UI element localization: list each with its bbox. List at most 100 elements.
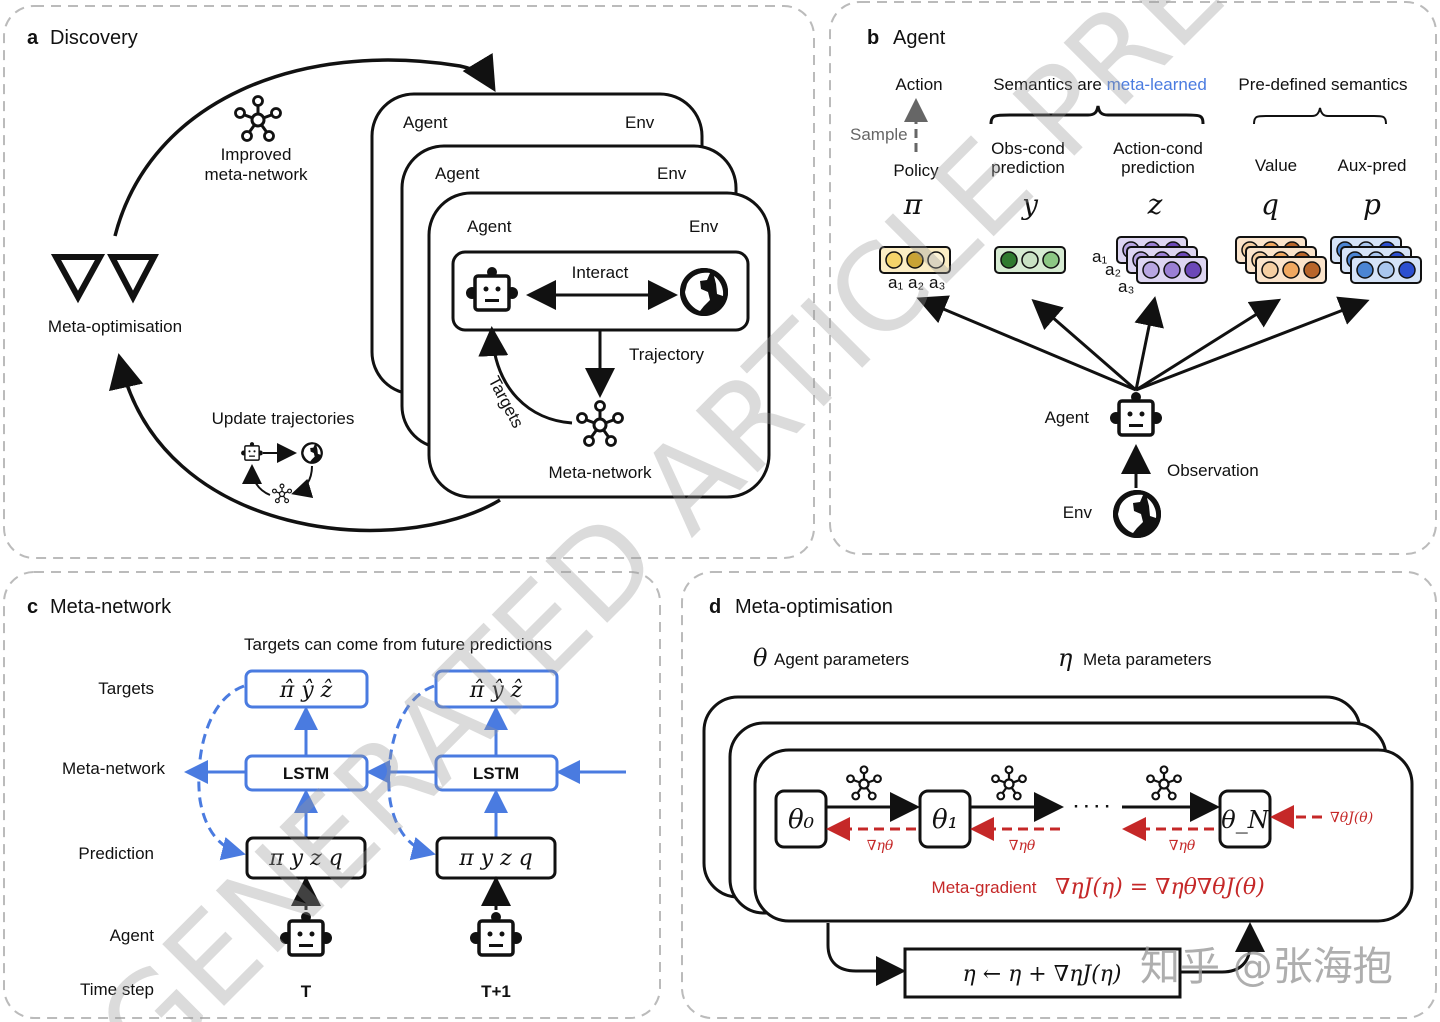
- time-step-t-plus-1: T+1: [481, 982, 511, 1001]
- action-cond-label-1: Action-cond: [1113, 139, 1203, 158]
- card-agent-label: Agent: [467, 217, 512, 236]
- value-cell: [1303, 261, 1321, 279]
- card-agent-label: Agent: [435, 164, 480, 183]
- meta-network-icon: [271, 483, 293, 504]
- policy-vector: [879, 246, 951, 274]
- update-trajectories-label: Update trajectories: [212, 409, 355, 428]
- meta-gradient-equation: ∇ηJ(η) = ∇ηθ∇θJ(θ): [1055, 875, 1265, 900]
- predefined-heading: Pre-defined semantics: [1238, 75, 1407, 94]
- future-target-arrow: [387, 684, 436, 861]
- panel-a-frame: [3, 5, 815, 559]
- globe-icon: [678, 266, 730, 318]
- robot-icon: [468, 910, 524, 957]
- meta-network-label: Meta-network: [549, 463, 652, 482]
- output-arrows: [916, 295, 1370, 392]
- panel-b-title: Agent: [893, 27, 946, 49]
- globe-icon: [1111, 488, 1163, 540]
- row-label-prediction: Prediction: [78, 844, 154, 863]
- policy-cell: [927, 251, 945, 269]
- theta-1-label: θ₁: [932, 805, 958, 835]
- action-cond-cell: [1184, 261, 1202, 279]
- output-vectors: [879, 236, 1422, 284]
- grad-eta-theta-label: ∇ηθ: [1169, 838, 1196, 854]
- action-sub-a3: a₃: [929, 273, 945, 292]
- action-label: Action: [895, 75, 942, 94]
- agent-label: Agent: [1045, 408, 1090, 427]
- value-cell: [1261, 261, 1279, 279]
- policy-cell: [885, 251, 903, 269]
- grad-theta-j-label: ∇θJ(θ): [1330, 810, 1373, 826]
- update-equation: η ← η + ∇ηJ(η): [963, 962, 1122, 987]
- row-label-targets: Targets: [98, 679, 154, 698]
- to-update-arrow: [826, 923, 906, 986]
- globe-icon: [300, 441, 324, 465]
- trajectory-label: Trajectory: [629, 345, 704, 364]
- theta-symbol: θ: [753, 644, 768, 672]
- targets-box-text: π̂ ŷ ẑ: [279, 678, 333, 703]
- theta-n-label: θ_N: [1221, 806, 1269, 834]
- panel-c-title: Meta-network: [50, 596, 172, 618]
- card-env-label: Env: [657, 164, 687, 183]
- corner-watermark: 知乎 @张海抱: [1140, 944, 1393, 990]
- card-env-label: Env: [625, 113, 655, 132]
- meta-parameters-label: Meta parameters: [1083, 650, 1212, 669]
- panel-c-subtitle: Targets can come from future predictions: [244, 635, 552, 654]
- value-vector: [1255, 256, 1327, 284]
- action-stack-a2: a₂: [1105, 260, 1121, 279]
- panel-d-frame: [681, 571, 1437, 1019]
- update-box: [903, 947, 1182, 999]
- obs-cond-cell: [1042, 251, 1060, 269]
- loop-arrow-top: [113, 52, 496, 237]
- policy-cell: [906, 251, 924, 269]
- aux-pred-label: Aux-pred: [1338, 156, 1407, 175]
- symbol-y: y: [1020, 188, 1039, 221]
- improved-label-2: meta-network: [205, 165, 308, 184]
- aux-pred-cell: [1398, 261, 1416, 279]
- semantics-highlight: meta-learned: [1107, 75, 1207, 94]
- meta-opt-label: Meta-optimisation: [48, 317, 182, 336]
- prediction-box-text: π y z q: [458, 846, 533, 871]
- symbol-p: p: [1363, 188, 1381, 221]
- action-stack-a3: a₃: [1118, 277, 1134, 296]
- action-sub-a2: a₂: [908, 273, 924, 292]
- value-label: Value: [1255, 156, 1297, 175]
- update-trajectories-mini: [240, 441, 324, 504]
- panel-b-frame: [829, 1, 1437, 555]
- observation-label: Observation: [1167, 461, 1259, 480]
- value-cell: [1282, 261, 1300, 279]
- symbol-pi: π: [903, 188, 923, 221]
- card-env-label: Env: [689, 217, 719, 236]
- panel-c: c Meta-network Targets can come from fut…: [27, 596, 626, 1001]
- robot-icon: [240, 441, 264, 461]
- action-cond-label-2: prediction: [1121, 158, 1195, 177]
- aux-pred-cell: [1356, 261, 1374, 279]
- panel-a-letter: a: [27, 27, 39, 49]
- brace-predefined: [1253, 107, 1387, 125]
- action-cond-cell: [1163, 261, 1181, 279]
- semantics-prefix: Semantics are: [993, 75, 1106, 94]
- action-cond-vector: [1136, 256, 1208, 284]
- improved-label-1: Improved: [221, 145, 292, 164]
- meta-gradient-label: Meta-gradient: [932, 878, 1037, 897]
- obs-cond-cell: [1021, 251, 1039, 269]
- semantics-heading: Semantics are meta-learned: [993, 75, 1207, 94]
- env-label: Env: [1063, 503, 1093, 522]
- brace-meta-learned: [989, 105, 1205, 125]
- panel-d-title: Meta-optimisation: [735, 596, 893, 618]
- future-target-arrow: [197, 684, 246, 861]
- eta-symbol: η: [1058, 644, 1073, 672]
- panel-c-frame: [3, 571, 661, 1019]
- obs-cond-vector: [994, 246, 1066, 274]
- panel-b-letter: b: [867, 27, 879, 49]
- card-agent-label: Agent: [403, 113, 448, 132]
- interact-label: Interact: [572, 263, 629, 282]
- aux-pred-cell: [1377, 261, 1395, 279]
- lstm-label: LSTM: [283, 764, 329, 783]
- panel-c-letter: c: [27, 596, 38, 618]
- ellipsis: · · · ·: [1074, 797, 1111, 816]
- grad-eta-theta-label: ∇ηθ: [1009, 838, 1036, 854]
- panel-d-letter: d: [709, 596, 721, 618]
- row-label-time-step: Time step: [80, 980, 154, 999]
- symbol-q: q: [1261, 188, 1279, 221]
